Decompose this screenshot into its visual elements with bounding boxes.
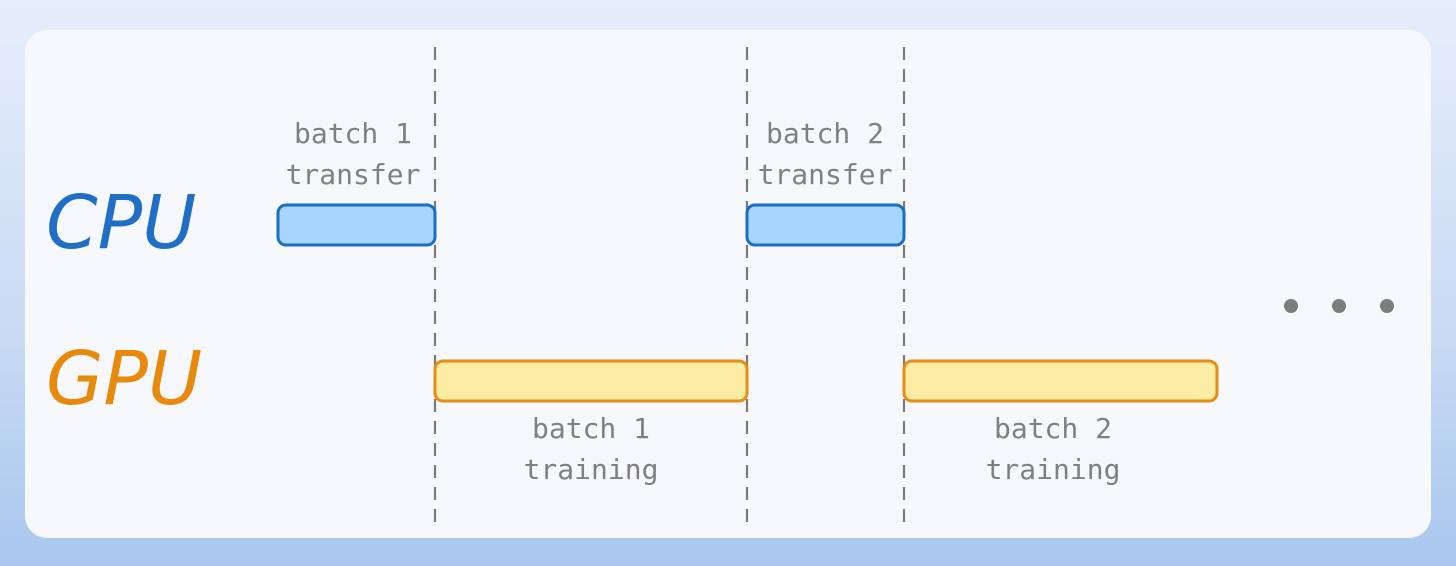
cpu-task-1-caption-line2: transfer <box>286 158 421 191</box>
gpu-task-2-caption-line1: batch 2 <box>994 412 1112 445</box>
diagram-card <box>25 30 1431 538</box>
gpu-lane-label: GPU <box>46 336 202 422</box>
gpu-task-2-caption-line2: training <box>986 453 1121 486</box>
ellipsis-dot-1 <box>1284 299 1298 313</box>
cpu-task-2-bar <box>745 203 906 247</box>
gpu-task-1-bar <box>433 359 749 403</box>
cpu-task-1-caption-line1: batch 1 <box>294 117 412 150</box>
cpu-task-2-caption-line1: batch 2 <box>766 117 884 150</box>
cpu-task-1-bar <box>276 203 437 247</box>
ellipsis-dot-2 <box>1332 299 1346 313</box>
gpu-task-2-bar <box>902 359 1219 403</box>
gpu-task-1-caption-line2: training <box>524 453 659 486</box>
ellipsis-icon <box>1284 299 1394 313</box>
ellipsis-dot-3 <box>1380 299 1394 313</box>
cpu-lane-label: CPU <box>46 180 196 266</box>
cpu-task-2-caption-line2: transfer <box>758 158 893 191</box>
gpu-task-1-caption-line1: batch 1 <box>532 412 650 445</box>
